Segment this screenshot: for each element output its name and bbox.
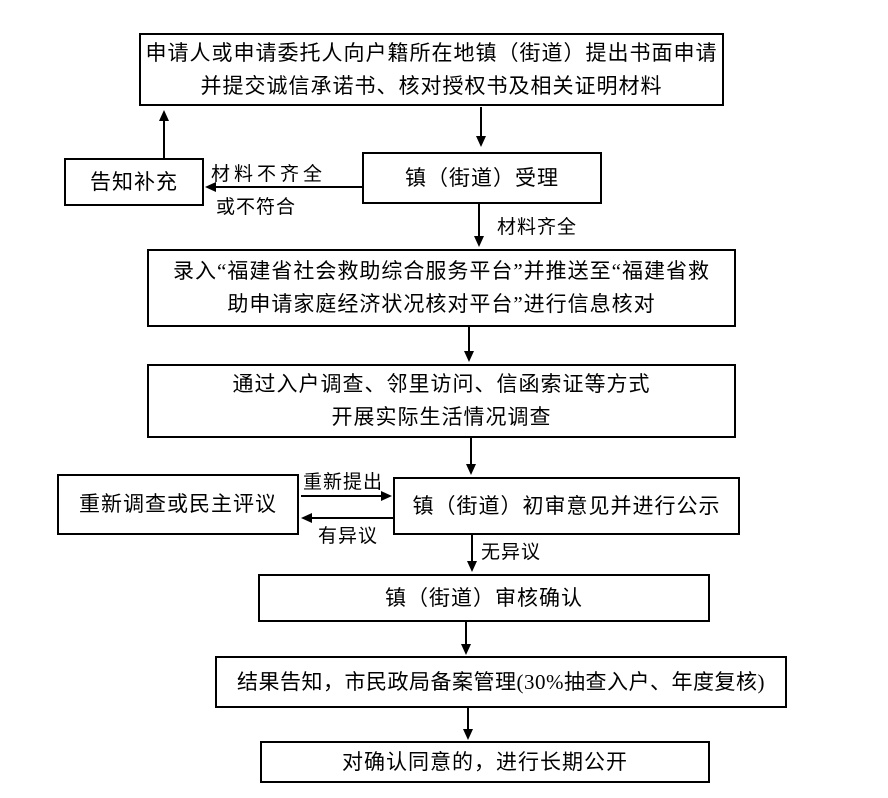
edge-label-materials-incomplete-2: 或不符合 bbox=[216, 197, 297, 218]
arrow-apply-accept-line bbox=[480, 107, 482, 137]
node-long-term-publicity: 对确认同意的，进行长期公开 bbox=[260, 741, 710, 783]
node-investigation: 通过入户调查、邻里访问、信函索证等方式 开展实际生活情况调查 bbox=[147, 364, 736, 438]
node-apply-line1: 申请人或申请委托人向户籍所在地镇（街道）提出书面申请 bbox=[145, 40, 718, 65]
node-initial-review-label: 镇（街道）初审意见并进行公示 bbox=[412, 493, 721, 518]
arrow-review-resurvey-line bbox=[312, 517, 393, 519]
arrow-confirm-result-head-icon bbox=[461, 644, 471, 655]
arrow-review-resurvey-head-icon bbox=[301, 513, 312, 523]
node-apply: 申请人或申请委托人向户籍所在地镇（街道）提出书面申请 并提交诚信承诺书、核对授权… bbox=[139, 33, 724, 106]
node-apply-line2: 并提交诚信承诺书、核对授权书及相关证明材料 bbox=[200, 73, 663, 98]
node-confirm: 镇（街道）审核确认 bbox=[258, 574, 710, 622]
arrow-investigation-review-head-icon bbox=[466, 464, 476, 475]
node-accept-label: 镇（街道）受理 bbox=[405, 165, 559, 190]
arrow-resurvey-review-line bbox=[301, 495, 382, 497]
node-accept: 镇（街道）受理 bbox=[362, 152, 602, 204]
node-result-notify-label: 结果告知，市民政局备案管理(30%抽查入户、年度复核) bbox=[237, 669, 765, 694]
arrow-accept-entry-line bbox=[478, 204, 480, 237]
arrow-review-confirm-head-icon bbox=[467, 561, 477, 572]
node-result-notify: 结果告知，市民政局备案管理(30%抽查入户、年度复核) bbox=[215, 656, 787, 708]
node-re-survey: 重新调查或民主评议 bbox=[57, 474, 299, 535]
node-investigation-line2: 开展实际生活情况调查 bbox=[331, 405, 552, 429]
edge-label-resubmit: 重新提出 bbox=[303, 472, 384, 493]
arrow-confirm-result-line bbox=[465, 622, 467, 645]
arrow-result-publicity-head-icon bbox=[463, 729, 473, 740]
node-notify-supplement-label: 告知补充 bbox=[90, 169, 178, 194]
arrow-notify-apply-head-icon bbox=[159, 110, 169, 121]
node-long-term-publicity-label: 对确认同意的，进行长期公开 bbox=[342, 749, 628, 774]
arrow-result-publicity-line bbox=[467, 708, 469, 730]
node-platform-entry-line1: 录入“福建省社会救助综合服务平台”并推送至“福建省救 bbox=[173, 259, 710, 283]
arrow-accept-notify-line bbox=[215, 186, 362, 188]
arrow-notify-apply-line bbox=[163, 121, 165, 158]
edge-label-objection: 有异议 bbox=[318, 526, 379, 547]
node-notify-supplement: 告知补充 bbox=[64, 158, 204, 206]
node-re-survey-label: 重新调查或民主评议 bbox=[79, 492, 277, 516]
arrow-entry-investigation-head-icon bbox=[464, 351, 474, 362]
edge-label-no-objection: 无异议 bbox=[481, 542, 542, 563]
node-platform-entry: 录入“福建省社会救助综合服务平台”并推送至“福建省救 助申请家庭经济状况核对平台… bbox=[147, 249, 736, 327]
arrow-entry-investigation-line bbox=[468, 327, 470, 353]
arrow-review-confirm-line bbox=[471, 535, 473, 562]
node-platform-entry-line2: 助申请家庭经济状况核对平台”进行信息核对 bbox=[227, 292, 656, 316]
arrow-apply-accept-head-icon bbox=[476, 136, 486, 147]
edge-label-materials-complete: 材料齐全 bbox=[497, 217, 578, 238]
arrow-investigation-review-line bbox=[470, 438, 472, 465]
arrow-resurvey-review-head-icon bbox=[381, 491, 392, 501]
node-confirm-label: 镇（街道）审核确认 bbox=[385, 585, 583, 610]
arrow-accept-entry-head-icon bbox=[474, 236, 484, 247]
arrow-accept-notify-head-icon bbox=[205, 182, 216, 192]
node-investigation-line1: 通过入户调查、邻里访问、信函索证等方式 bbox=[232, 372, 651, 396]
node-initial-review: 镇（街道）初审意见并进行公示 bbox=[393, 477, 740, 535]
edge-label-materials-incomplete-1: 材料不齐全 bbox=[211, 164, 327, 185]
